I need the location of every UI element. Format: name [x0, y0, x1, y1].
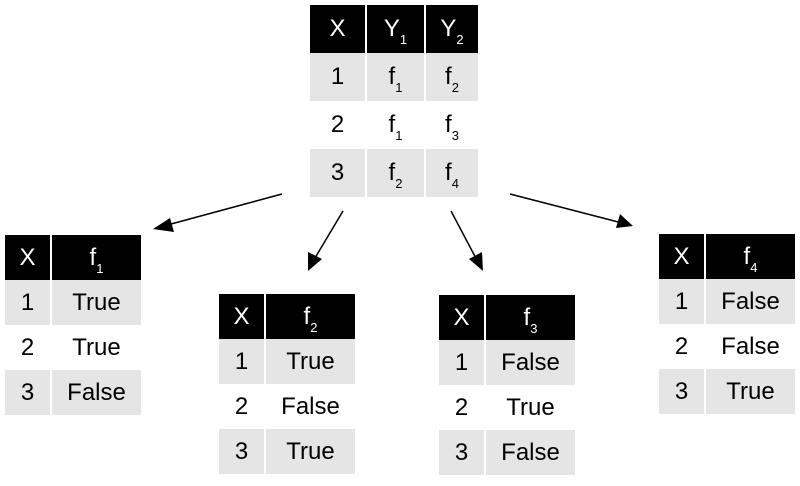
- f1-cell-value: True: [50, 325, 141, 370]
- f2-cell-x: 2: [234, 392, 249, 420]
- f3-cell-value: True: [484, 385, 575, 430]
- f4-cell-value: True: [704, 369, 795, 414]
- f1-table: X f1 1 True 2 True 3 False: [5, 235, 141, 415]
- f2-cell-value: False: [264, 384, 355, 429]
- f4-cell-x: 2: [674, 332, 689, 360]
- table-row: 3 False: [5, 370, 141, 415]
- f3-cell-value: False: [484, 430, 575, 475]
- f1-cell-value: False: [50, 370, 141, 415]
- main-cell-y1: f1: [365, 101, 425, 149]
- f1-cell-x: 2: [20, 333, 35, 361]
- table-row: 1 False: [659, 279, 795, 324]
- main-cell-y2: f4: [424, 149, 478, 197]
- table-row: 3 True: [659, 369, 795, 414]
- f1-cell-x: 3: [5, 370, 51, 415]
- table-row: 3 False: [439, 430, 575, 475]
- arrowhead-f4: [616, 214, 633, 228]
- table-row: 2 f1 f3: [310, 101, 478, 149]
- f3-header-f: f3: [484, 295, 575, 340]
- f4-table-header-row: X f4: [659, 234, 795, 279]
- arrow-to-f4: [509, 193, 627, 225]
- main-header-x: X: [310, 5, 366, 53]
- f1-header-x: X: [5, 235, 51, 280]
- f3-cell-x: 2: [454, 393, 469, 421]
- f2-table-header-row: X f2: [219, 294, 355, 339]
- f2-cell-value: True: [264, 429, 355, 474]
- f2-header-x: X: [219, 294, 265, 339]
- arrowhead-f2: [308, 252, 322, 271]
- f4-cell-value: False: [704, 279, 795, 324]
- f1-cell-x: 1: [5, 280, 51, 325]
- table-row: 2 False: [219, 384, 355, 429]
- main-table: X Y1 Y2 1 f1 f2 2 f1 f3 3 f2 f4: [310, 5, 478, 197]
- f2-table: X f2 1 True 2 False 3 True: [219, 294, 355, 474]
- f2-cell-value: True: [264, 339, 355, 384]
- table-row: 3 f2 f4: [310, 149, 478, 197]
- f1-table-header-row: X f1: [5, 235, 141, 280]
- f3-header-x: X: [439, 295, 485, 340]
- main-cell-x: 2: [330, 111, 345, 138]
- f2-cell-x: 3: [219, 429, 265, 474]
- main-cell-y2: f3: [424, 101, 478, 149]
- main-table-header-row: X Y1 Y2: [310, 5, 478, 53]
- table-row: 1 f1 f2: [310, 53, 478, 101]
- f3-table-header-row: X f3: [439, 295, 575, 340]
- main-cell-y2: f2: [424, 53, 478, 101]
- f2-header-f: f2: [264, 294, 355, 339]
- table-row: 3 True: [219, 429, 355, 474]
- f3-table: X f3 1 False 2 True 3 False: [439, 295, 575, 475]
- f3-cell-x: 3: [439, 430, 485, 475]
- main-header-y1: Y1: [365, 5, 425, 53]
- f4-cell-x: 1: [659, 279, 705, 324]
- main-cell-x: 1: [310, 53, 366, 101]
- main-cell-y1: f2: [365, 149, 425, 197]
- arrow-to-f2: [311, 210, 344, 264]
- f3-cell-value: False: [484, 340, 575, 385]
- main-cell-x: 3: [310, 149, 366, 197]
- table-row: 1 False: [439, 340, 575, 385]
- main-header-y2: Y2: [424, 5, 478, 53]
- f4-cell-x: 3: [659, 369, 705, 414]
- f4-header-x: X: [659, 234, 705, 279]
- f1-cell-value: True: [50, 280, 141, 325]
- f1-header-f: f1: [50, 235, 141, 280]
- arrowhead-f3: [469, 252, 483, 271]
- table-row: 2 True: [439, 385, 575, 430]
- f2-cell-x: 1: [219, 339, 265, 384]
- table-row: 1 True: [219, 339, 355, 384]
- arrow-to-f1: [159, 193, 283, 228]
- f4-cell-value: False: [704, 324, 795, 369]
- main-cell-y1: f1: [365, 53, 425, 101]
- table-row: 1 True: [5, 280, 141, 325]
- arrowhead-f1: [153, 218, 174, 232]
- f4-header-f: f4: [704, 234, 795, 279]
- table-row: 2 False: [659, 324, 795, 369]
- arrow-to-f3: [450, 210, 480, 265]
- f3-cell-x: 1: [439, 340, 485, 385]
- table-row: 2 True: [5, 325, 141, 370]
- f4-table: X f4 1 False 2 False 3 True: [659, 234, 795, 414]
